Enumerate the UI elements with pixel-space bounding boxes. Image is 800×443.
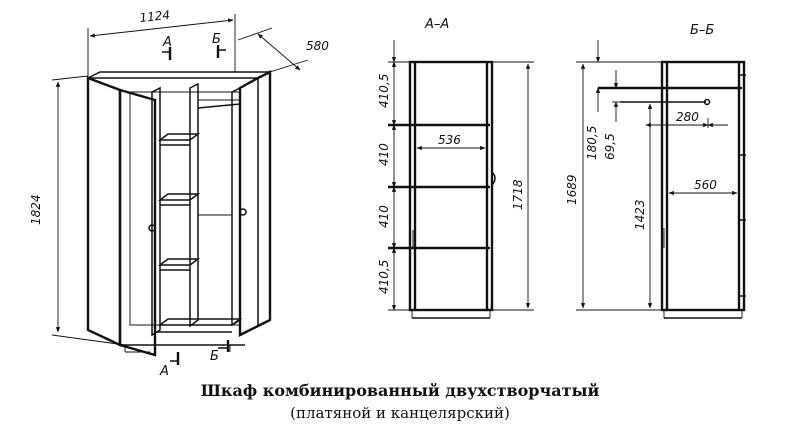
bb-total-height: 1689: [565, 174, 579, 205]
caption-subtitle: (платяной и канцелярский): [290, 404, 510, 422]
cut-a-bottom: A: [159, 364, 169, 379]
right-door-knob: [239, 208, 247, 216]
left-door: [118, 88, 157, 357]
section-cut-markers: A Б A Б: [159, 32, 230, 379]
depth-dimension: 580: [306, 39, 329, 53]
section-bb-outline: [660, 60, 746, 312]
left-door-knob: [148, 224, 156, 232]
cabinet-right-side: [257, 70, 271, 328]
aa-dim-3: 410: [377, 205, 391, 228]
left-door-edge: [86, 76, 122, 347]
section-aa-label: А–А: [424, 17, 449, 32]
central-partition: [189, 82, 199, 328]
cut-a-top: A: [162, 35, 172, 50]
bb-dim-1423: 1423: [633, 199, 647, 230]
cabinet-top: [87, 71, 271, 79]
aa-total-height: 1718: [511, 179, 525, 210]
hanging-rail: [197, 103, 241, 109]
bb-dim-560: 560: [694, 178, 717, 192]
aa-dim-2: 410: [377, 143, 391, 166]
door-handle-aa: [491, 171, 496, 186]
cut-b-bottom: Б: [210, 349, 219, 364]
cabinet-back: [129, 91, 241, 326]
bb-dim-280: 280: [676, 110, 699, 124]
right-door: [238, 70, 272, 337]
interior-left-wall: [151, 86, 161, 337]
isometric-cabinet: 1124 580 1824 A Б A Б: [29, 8, 329, 379]
height-dimension: 1824: [29, 194, 43, 225]
cut-b-top: Б: [212, 32, 221, 47]
aa-inner-width: 536: [438, 133, 461, 147]
caption-title: Шкаф комбинированный двухстворчатый: [201, 381, 600, 400]
section-bb: Б–Б 1689 180,5 69,5: [565, 23, 746, 319]
width-dimension: 1124: [139, 8, 171, 25]
aa-dim-bottom: 410,5: [377, 260, 391, 294]
section-aa: А–А 410,5 410 410 410,5 536: [377, 17, 534, 319]
bb-dim-69: 69,5: [603, 133, 617, 160]
shelves: [155, 133, 243, 333]
section-bb-label: Б–Б: [690, 23, 714, 38]
aa-dim-top: 410,5: [377, 74, 391, 108]
bb-dim-180: 180,5: [585, 126, 599, 160]
